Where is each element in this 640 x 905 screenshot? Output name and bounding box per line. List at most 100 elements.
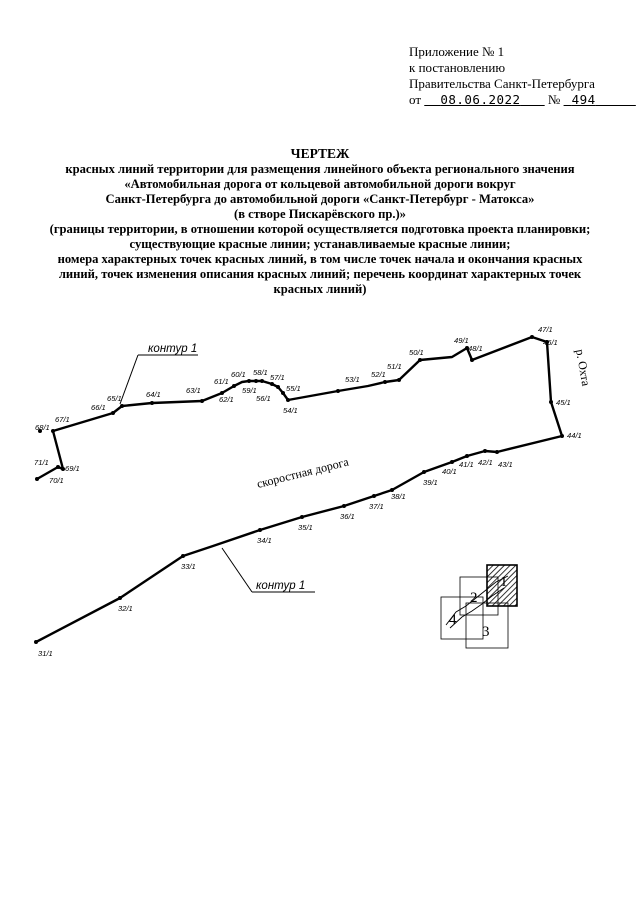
vertex-58-1 [260, 379, 264, 383]
point-label-65-1: 65/1 [107, 394, 122, 403]
annex-date: 08.06.2022 [424, 92, 544, 107]
point-label-45-1: 45/1 [556, 398, 571, 407]
point-label-39-1: 39/1 [423, 478, 438, 487]
vertex-47-1 [530, 335, 534, 339]
point-label-54-1: 54/1 [283, 406, 298, 415]
point-label-66-1: 66/1 [91, 403, 106, 412]
annex-line-3: Правительства Санкт-Петербурга [409, 76, 595, 91]
vertex-46-1 [545, 340, 549, 344]
vertex-54-1 [286, 398, 290, 402]
vertex-64-1 [150, 401, 154, 405]
vertex-66-1 [111, 411, 115, 415]
point-label-68-1: 68/1 [35, 423, 50, 432]
point-label-35-1: 35/1 [298, 523, 313, 532]
point-label-32-1: 32/1 [118, 604, 133, 613]
point-label-41-1: 41/1 [459, 460, 474, 469]
point-label-59-1: 59/1 [242, 386, 257, 395]
vertex-44-1 [560, 434, 564, 438]
annex-date-line: от 08.06.2022 № 494 [409, 92, 636, 108]
annex-date-value: 08.06.2022 [440, 92, 521, 107]
point-label-40-1: 40/1 [442, 467, 457, 476]
vertex-45-1 [549, 400, 553, 404]
inset-road-path [445, 575, 509, 626]
title-line-6: существующие красные линии; устанавливае… [129, 237, 511, 251]
point-label-57-1: 57/1 [270, 373, 285, 382]
title-line-5: (границы территории, в отношении которой… [49, 222, 591, 236]
vertex-layer [34, 335, 564, 644]
title-line-4: (в створе Пискарёвского пр.)» [234, 207, 406, 221]
point-label-49-1: 49/1 [454, 336, 469, 345]
contour-leader-bottom-tail [221, 547, 253, 593]
annex-line-2: к постановлению [409, 60, 506, 75]
vertex-63-1 [200, 399, 204, 403]
vertex-34-1 [258, 528, 262, 532]
point-label-71-1: 71/1 [34, 458, 49, 467]
vertex-38-1 [390, 488, 394, 492]
vertex-60-1 [247, 379, 251, 383]
point-label-44-1: 44/1 [567, 431, 582, 440]
contour-label-top: контур 1 [148, 343, 197, 355]
point-label-50-1: 50/1 [409, 348, 424, 357]
vertex-52-1 [383, 380, 387, 384]
vertex-55-1 [281, 391, 285, 395]
title-line-1: красных линий территории для размещения … [65, 162, 575, 176]
number-prefix: № [547, 92, 561, 107]
vertex-71-1 [35, 477, 39, 481]
point-label-51-1: 51/1 [387, 362, 402, 371]
vertex-49-1 [465, 346, 469, 350]
point-label-53-1: 53/1 [345, 375, 360, 384]
date-prefix: от [409, 92, 422, 107]
vertex-42-1 [483, 449, 487, 453]
contour-leader-top-tail [119, 354, 139, 405]
vertex-61-1 [232, 384, 236, 388]
inset-sheet-4-frame [440, 596, 484, 640]
vertex-67-1 [51, 429, 55, 433]
title-line-8: линий, точек изменения описания красных … [58, 267, 582, 281]
vertex-56-1 [276, 385, 280, 389]
point-label-67-1: 67/1 [55, 415, 70, 424]
point-label-42-1: 42/1 [478, 458, 493, 467]
title-line-3: Санкт-Петербурга до автомобильной дороги… [105, 192, 535, 206]
vertex-51-1 [397, 378, 401, 382]
title-line-7: номера характерных точек красных линий, … [57, 252, 583, 266]
vertex-62-1 [220, 391, 224, 395]
point-labels: 31/132/133/134/135/136/137/138/139/140/1… [34, 325, 582, 658]
vertex-43-1 [495, 450, 499, 454]
vertex-53-1 [336, 389, 340, 393]
vertex-70-1 [56, 465, 60, 469]
vertex-48-1 [470, 358, 474, 362]
point-label-63-1: 63/1 [186, 386, 201, 395]
point-label-34-1: 34/1 [257, 536, 272, 545]
point-label-33-1: 33/1 [181, 562, 196, 571]
river-label: р. Охта [573, 348, 593, 388]
vertex-41-1 [465, 454, 469, 458]
point-label-62-1: 62/1 [219, 395, 234, 404]
point-label-48-1: 48/1 [468, 344, 483, 353]
point-label-69-1: 69/1 [65, 464, 80, 473]
vertex-35-1 [300, 515, 304, 519]
vertex-68-1 [38, 429, 42, 433]
point-label-52-1: 52/1 [371, 370, 386, 379]
annex-line-1: Приложение № 1 [409, 44, 505, 59]
vertex-32-1 [118, 596, 122, 600]
vertex-59-1 [254, 379, 258, 383]
vertex-39-1 [422, 470, 426, 474]
vertex-33-1 [181, 554, 185, 558]
document-title: ЧЕРТЕЖ красных линий территории для разм… [30, 146, 610, 297]
point-label-36-1: 36/1 [340, 512, 355, 521]
title-heading: ЧЕРТЕЖ [290, 146, 350, 161]
sheet-index-inset: 1 2 3 4 [440, 564, 518, 649]
point-label-43-1: 43/1 [498, 460, 513, 469]
point-label-37-1: 37/1 [369, 502, 384, 511]
vertex-65-1 [120, 404, 124, 408]
inset-sheet-2: 2 [470, 590, 478, 606]
vertex-69-1 [61, 467, 65, 471]
vertex-37-1 [372, 494, 376, 498]
point-label-47-1: 47/1 [538, 325, 553, 334]
vertex-50-1 [418, 358, 422, 362]
road-label: скоростная дорога [255, 454, 350, 490]
annex-number-value: 494 [571, 92, 596, 107]
point-label-31-1: 31/1 [38, 649, 53, 658]
annex-number: 494 [564, 92, 636, 107]
